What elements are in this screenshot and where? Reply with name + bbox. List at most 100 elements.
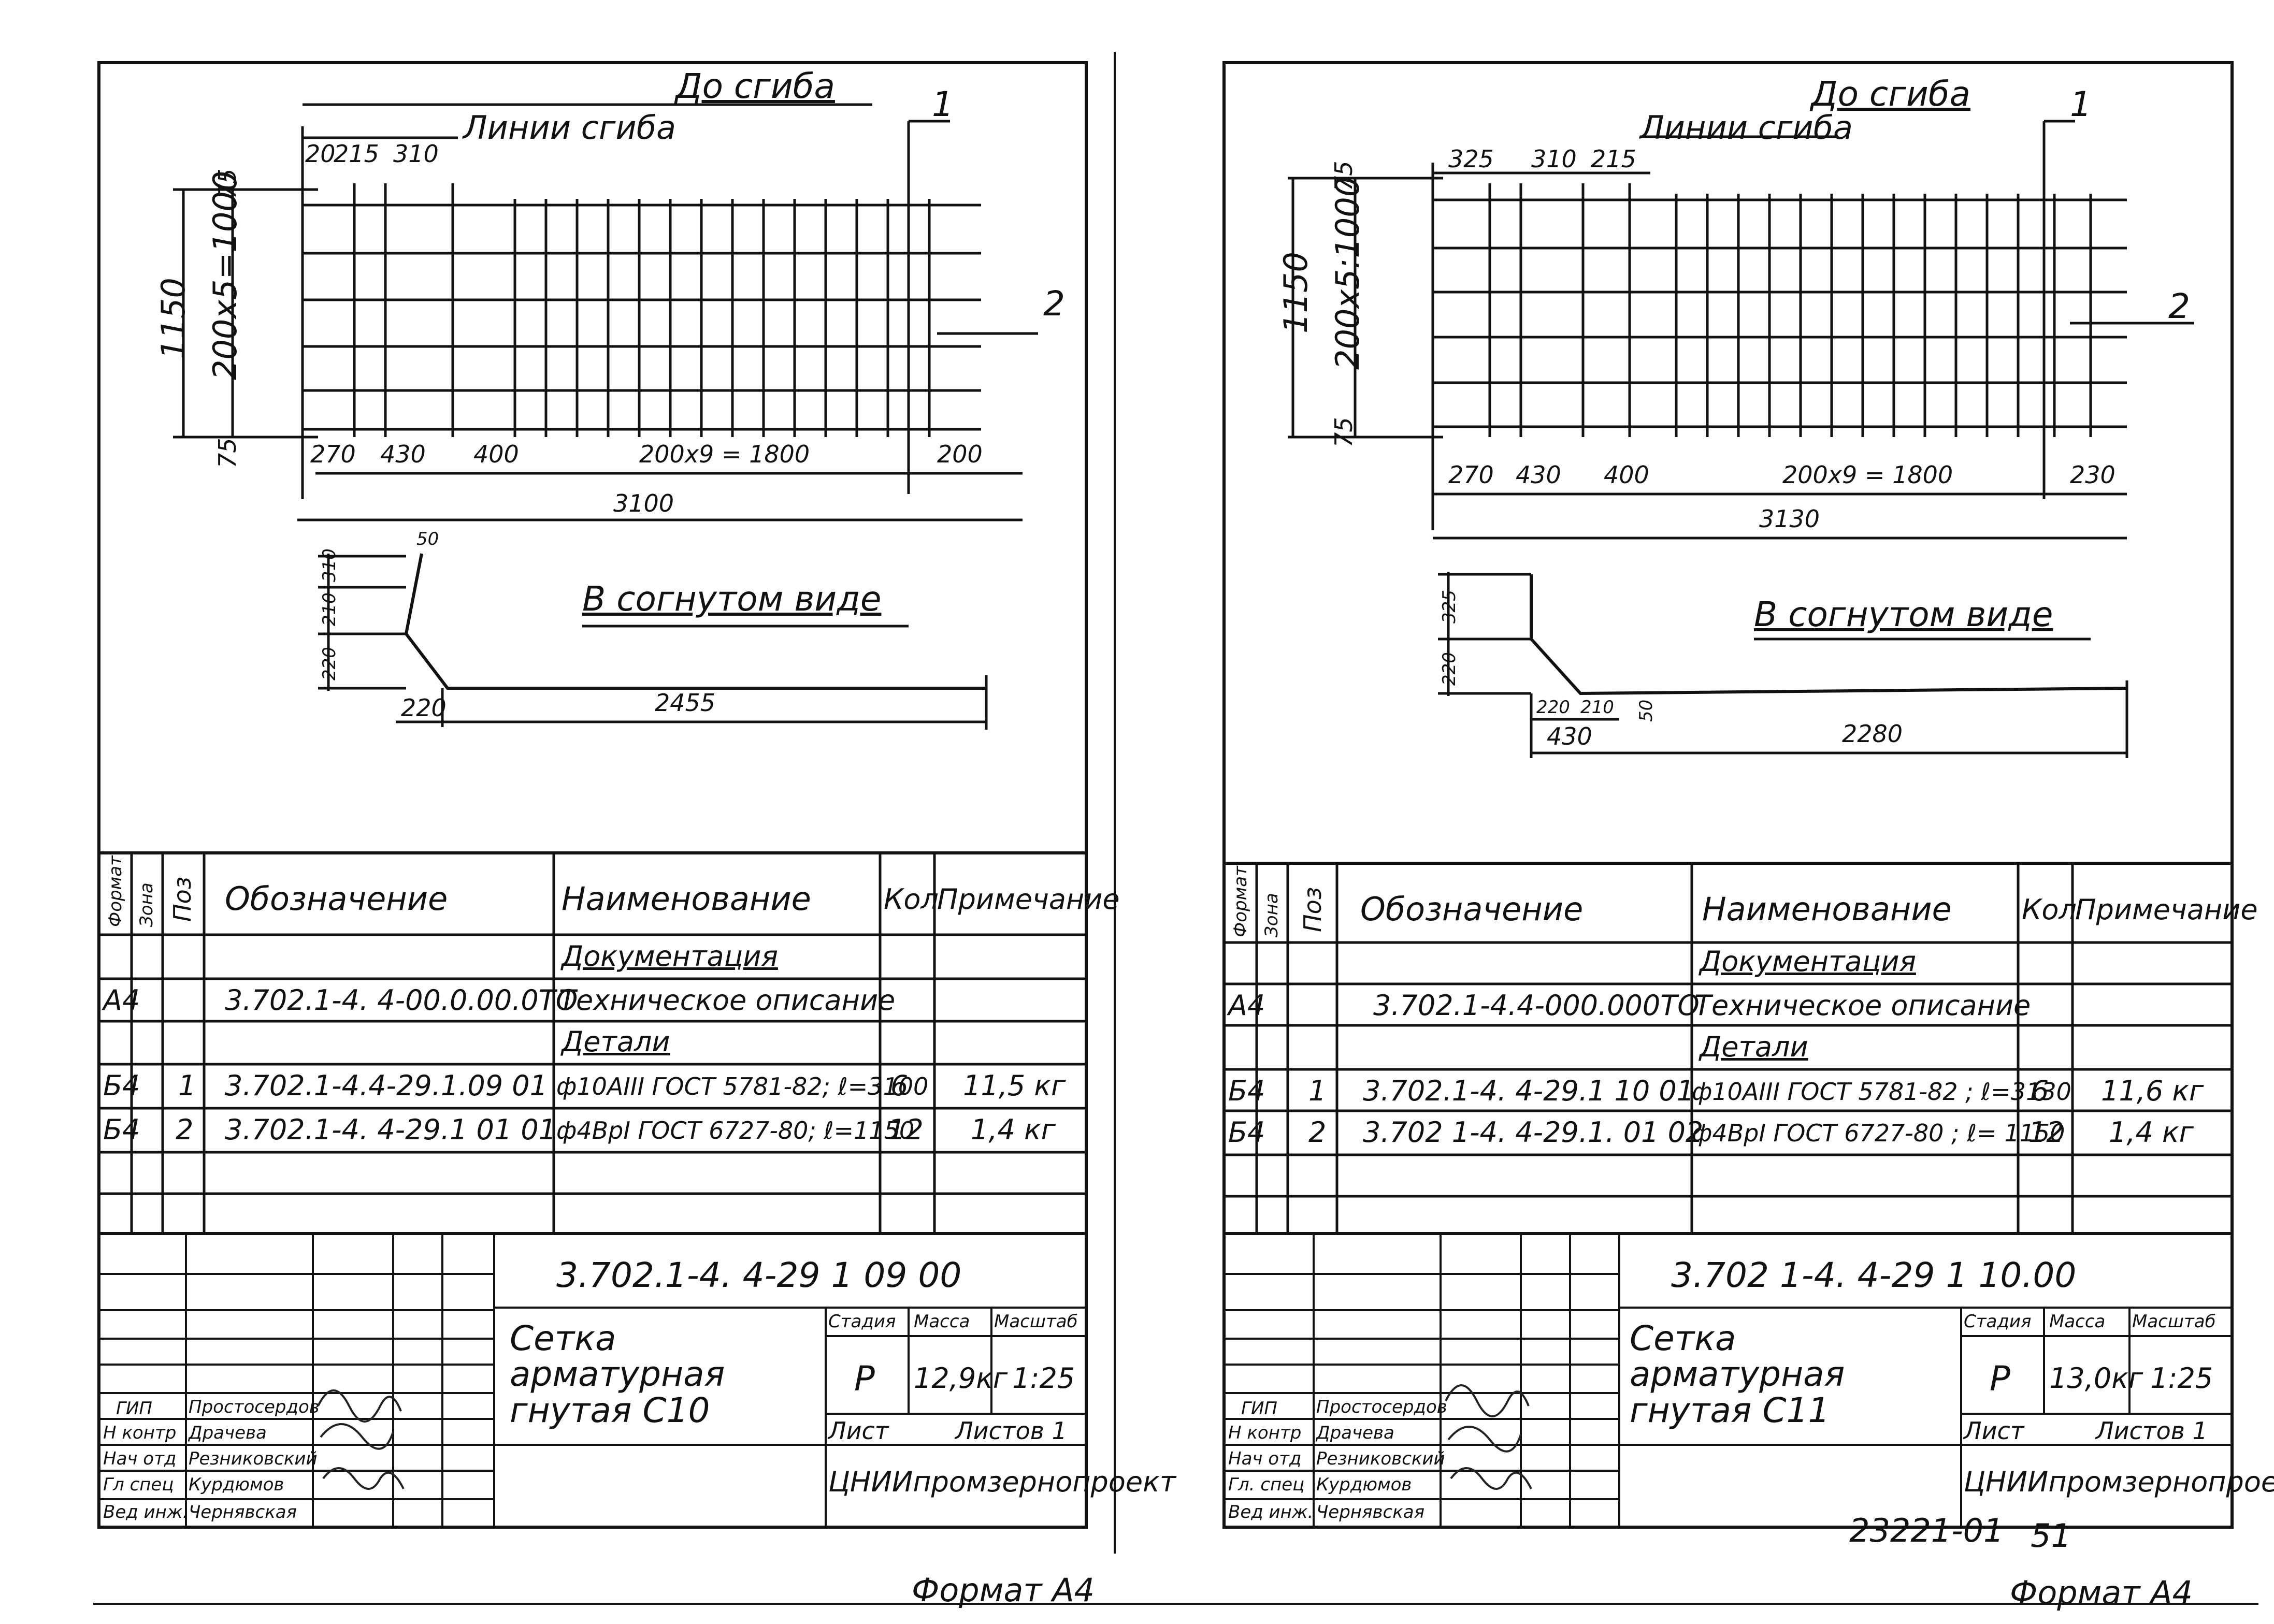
title-block: 3.702 1-4. 4-29 1 10.00 Сетка арматурная…	[1226, 1232, 2274, 1529]
bottom-dim: 200x9 = 1800	[639, 440, 810, 468]
heading-before-bending: До сгиба	[1811, 74, 1970, 114]
scale-label: Масштаб	[2132, 1311, 2216, 1332]
role: ГИП	[116, 1398, 152, 1419]
bent-dim: 220	[1439, 652, 1460, 686]
row-qty: 6	[890, 1069, 909, 1102]
row-format: Б4	[103, 1069, 140, 1102]
row-name: Детали	[1700, 1031, 1808, 1063]
bottom-dim: 230	[2070, 461, 2115, 489]
bottom-dim: 200	[937, 440, 983, 468]
top-dim: 215	[1591, 145, 1636, 173]
fold-lines-label: Линии сгиба	[463, 109, 676, 147]
overall-length-dim: 3100	[613, 489, 674, 517]
header-pos: Поз	[168, 876, 196, 922]
vertical-dim: 200x5:1000	[1329, 176, 1366, 370]
header-qty: Кол	[2022, 893, 2077, 926]
sheet-label: Лист	[1964, 1417, 2024, 1445]
person: Резниковский	[189, 1448, 318, 1469]
sheets-count: Листов 1	[955, 1417, 1067, 1445]
role: Гл. спец	[1228, 1474, 1305, 1495]
vertical-dim: 1150	[154, 278, 192, 359]
role: Нач отд	[103, 1448, 177, 1469]
stage-label: Стадия	[828, 1311, 896, 1332]
role: Нач отд	[1228, 1448, 1302, 1469]
row-qty: 6	[2031, 1075, 2049, 1107]
row-format: А4	[1228, 989, 1265, 1022]
bottom-dim: 200x9 = 1800	[1782, 461, 1953, 489]
bent-dim: 220	[401, 694, 447, 722]
header-zone: Зона	[136, 882, 157, 927]
bottom-dim: 270	[310, 440, 356, 468]
drawing-title: Сетка арматурная гнутая С11	[1630, 1318, 1845, 1430]
organization: ЦНИИпромзернопроект	[1964, 1466, 2274, 1498]
person: Драчева	[189, 1423, 267, 1443]
header-name: Наименование	[1702, 890, 1952, 928]
organization: ЦНИИпромзернопроект	[828, 1466, 1176, 1498]
row-format: А4	[103, 984, 140, 1017]
bent-dim: 50	[416, 529, 439, 549]
vertical-dim: 1150	[1277, 252, 1315, 334]
header-designation: Обозначение	[225, 880, 448, 918]
person: Курдюмов	[189, 1474, 284, 1495]
person: Курдюмов	[1316, 1474, 1412, 1495]
header-format: Формат	[105, 856, 126, 927]
bent-dim: 310	[319, 548, 340, 582]
bottom-dim: 430	[380, 440, 426, 468]
format-label-right: Формат А4	[2010, 1574, 2193, 1612]
bottom-dim: 270	[1448, 461, 1494, 489]
mass-label: Масса	[914, 1311, 970, 1332]
header-name: Наименование	[562, 880, 811, 918]
person: Простосердов	[1316, 1397, 1447, 1417]
top-dim: 20	[305, 140, 336, 168]
callout-1: 1	[2070, 84, 2092, 124]
row-note: 1,4 кг	[2109, 1116, 2194, 1149]
bent-dim: 325	[1439, 590, 1460, 624]
row-designation: 3.702.1-4.4-29.1.09 01	[225, 1069, 548, 1102]
row-pos: 1	[178, 1069, 196, 1102]
bent-dim: 2280	[1842, 720, 1903, 748]
row-designation: 3.702.1-4. 4-29.1 10 01	[1363, 1075, 1695, 1107]
page-number: 51	[2031, 1517, 2071, 1555]
archive-stamp: 23221-01	[1849, 1512, 2004, 1549]
vertical-dim: 75	[1330, 417, 1358, 447]
mass-value: 12,9кг	[914, 1362, 1008, 1395]
row-name: Документация	[1700, 945, 1916, 978]
mass-label: Масса	[2049, 1311, 2106, 1332]
row-pos: 2	[176, 1113, 194, 1146]
right-mesh-drawing	[1288, 120, 2194, 758]
left-mesh-drawing	[173, 103, 1038, 730]
heading-bent-view: В согнутом виде	[582, 579, 882, 619]
role: ГИП	[1241, 1398, 1277, 1419]
heading-bent-view: В согнутом виде	[1754, 594, 2053, 634]
bent-dim: 50	[1636, 699, 1657, 722]
sheets-count: Листов 1	[2096, 1417, 2208, 1445]
document-code: 3.702.1-4. 4-29 1 09 00	[556, 1255, 962, 1295]
left-drawing-sheet: До сгиба Линии сгиба 1 2 20 215 310 75 2…	[97, 61, 1176, 1529]
role: Гл спец	[103, 1474, 174, 1495]
header-pos: Поз	[1299, 887, 1327, 932]
stage-label: Стадия	[1964, 1311, 2032, 1332]
row-designation: 3.702.1-4. 4-29.1 01 01	[225, 1113, 557, 1146]
bent-dim: 210	[319, 592, 340, 626]
signature-scribble	[317, 1389, 405, 1490]
row-name: ф10АIII ГОСТ 5781-82 ; ℓ=3130	[1692, 1078, 2071, 1106]
header-note: Примечание	[2075, 893, 2258, 926]
callout-2: 2	[1043, 284, 1065, 324]
specification-table: Формат Зона Поз Обозначение Наименование…	[100, 851, 1120, 1235]
row-designation: 3.702.1-4. 4-00.0.00.0ТО	[225, 984, 578, 1017]
bottom-rule	[93, 1603, 2258, 1605]
scale-value: 1:25	[1012, 1362, 1075, 1395]
fold-lines-label: Линии сгиба	[1640, 109, 1853, 147]
row-name: Техническое описание	[559, 984, 896, 1017]
format-label-left: Формат А4	[912, 1571, 1095, 1609]
signature-scribble	[1445, 1384, 1532, 1490]
person: Чернявская	[189, 1502, 297, 1523]
row-note: 11,6 кг	[2101, 1075, 2204, 1107]
person: Чернявская	[1316, 1502, 1425, 1523]
person: Резниковский	[1316, 1448, 1445, 1469]
stage-value: Р	[854, 1359, 875, 1399]
row-pos: 2	[1308, 1116, 1327, 1149]
bottom-dim: 430	[1516, 461, 1561, 489]
bent-dim: 2455	[655, 689, 716, 717]
vertical-dim: 75	[213, 438, 241, 468]
